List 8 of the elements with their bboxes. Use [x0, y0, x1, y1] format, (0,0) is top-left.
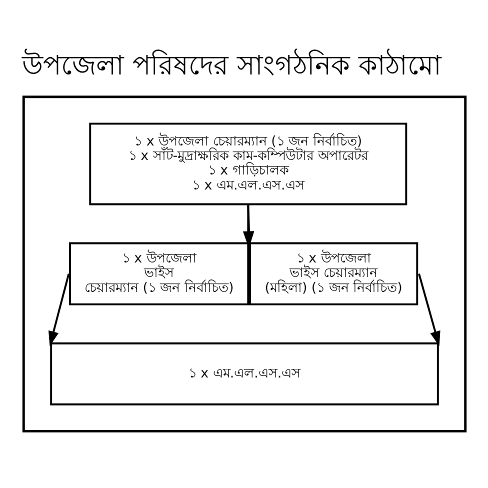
arrow	[418, 273, 440, 346]
node-box: ১ x এম.এল.এস.এস	[50, 342, 438, 405]
arrow	[48, 273, 70, 346]
diagram-title: উপজেলা পরিষদের সাংগঠনিক কাঠামো	[21, 50, 441, 81]
cluster	[22, 95, 466, 432]
node-box: ১ x উপজেলা ভাইস চেয়ারম্যান (মহিলা) (১ জন নির্বাচিত)	[248, 242, 418, 305]
node-box: ১ x উপজেলা চেয়ারম্যান (১ জন নির্বাচিত) ১ x সাঁট-মুদ্রাক্ষরিক কাম-কম্পিউটার অপারেটর ১ x গাড়িচালক ১ x এম.এল.এস.এস	[88, 122, 407, 205]
node-box: ১ x উপজেলা ভাইস চেয়ারম্যান (১ জন নির্বাচিত)	[68, 242, 249, 305]
